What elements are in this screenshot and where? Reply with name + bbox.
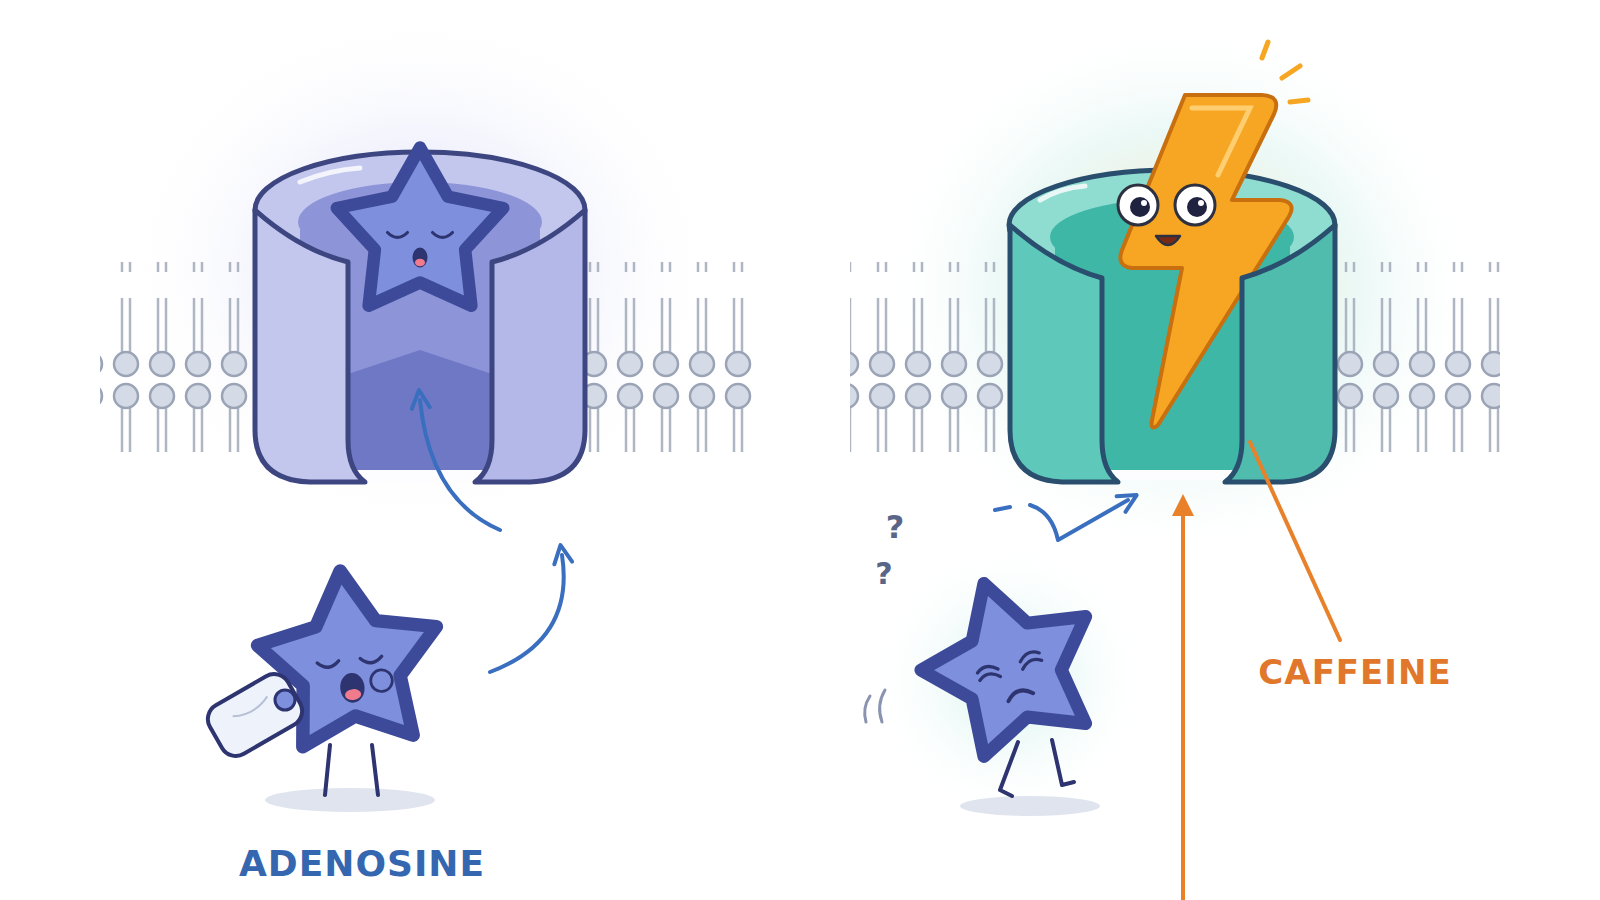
molecule-label: ADENOSINE: [239, 842, 485, 885]
bounced-adenosine: [865, 557, 1117, 816]
question-mark: ?: [886, 508, 905, 546]
adenosine-molecule: [202, 562, 447, 812]
blocked-receptor: [1009, 42, 1335, 482]
adenosine-receptor: [255, 148, 585, 483]
question-mark: ?: [875, 556, 892, 592]
molecule-label: CAFFEINE: [1258, 652, 1451, 693]
